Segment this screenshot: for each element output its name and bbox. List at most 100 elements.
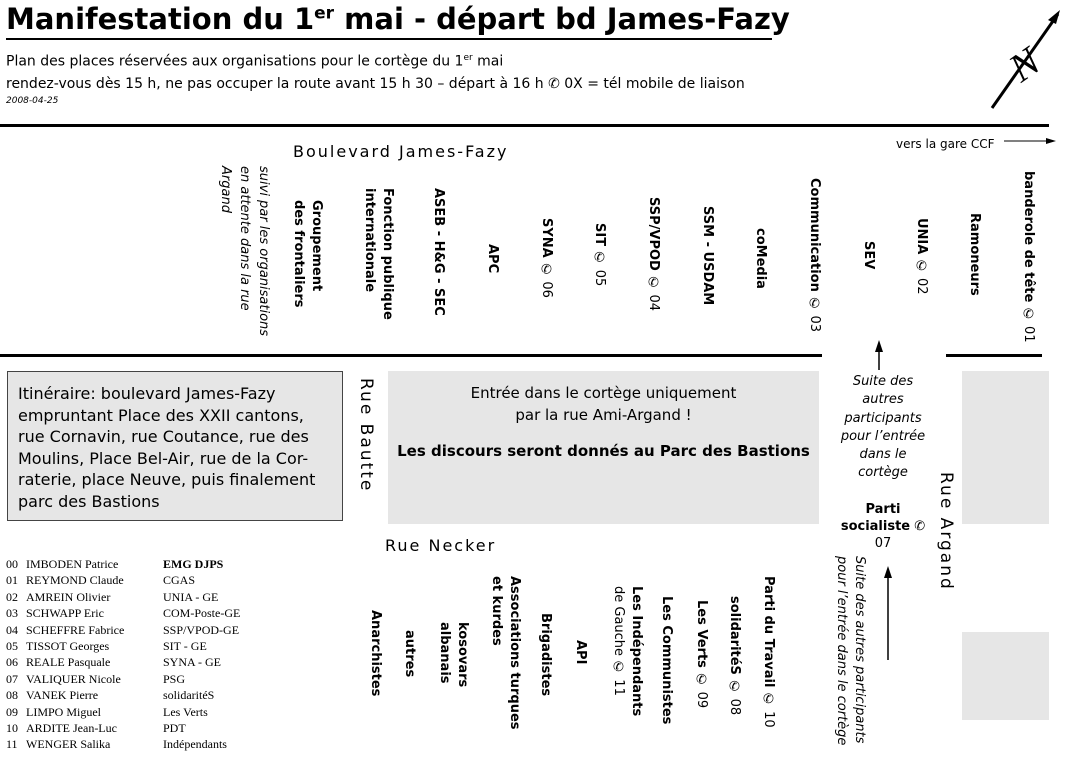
org-anarchistes: Anarchistes	[368, 610, 383, 697]
contact-name: SCHWAPP Eric	[26, 606, 104, 621]
road-label-bautte: Rue Bautte	[356, 378, 376, 493]
contact-number: 06	[6, 655, 18, 670]
contact-number: 04	[6, 622, 18, 637]
contact-name: ARDITE Jean-Luc	[26, 721, 117, 736]
suite-up-arrow-icon	[884, 566, 892, 660]
org-apc: APC	[485, 244, 500, 274]
contact-number: 03	[6, 606, 18, 621]
itinerary-box: Itinéraire: boulevard James-Fazy emprunt…	[7, 371, 343, 521]
contact-number: 09	[6, 704, 18, 719]
contact-organisation: Indépendants	[163, 737, 227, 752]
grey-block-right-bottom	[962, 632, 1049, 720]
entry-info-line1: Entrée dans le cortège uniquement	[470, 384, 737, 402]
boulevard-bottom-edge-right	[946, 354, 1042, 357]
contact-organisation: solidaritéS	[163, 688, 215, 703]
north-arrow-icon: N	[990, 10, 1060, 109]
entry-up-arrow-icon	[875, 340, 883, 370]
contact-row: 11 WENGER Salika Indépendants	[6, 736, 240, 752]
org-sev: SEV	[861, 241, 876, 270]
subtitle: Plan des places réservées aux organisati…	[6, 53, 504, 70]
contact-row: 07 VALIQUER Nicole PSG	[6, 671, 240, 687]
contact-name: LIMPO Miguel	[26, 704, 101, 719]
schedule-text: rendez-vous dès 15 h, ne pas occuper la …	[6, 76, 745, 92]
org-api: API	[573, 640, 588, 665]
org-parti-socialiste: Parti socialiste ✆ 07	[840, 502, 926, 551]
contact-organisation: SIT - GE	[163, 639, 207, 654]
contact-name: VANEK Pierre	[26, 688, 99, 703]
org-ramoneurs: Ramoneurs	[967, 213, 982, 296]
org-ssm-usdam: SSM - USDAM	[700, 206, 715, 306]
contact-name: TISSOT Georges	[26, 639, 110, 654]
contact-row: 05 TISSOT Georges SIT - GE	[6, 638, 240, 654]
contact-name: SCHEFFRE Fabrice	[26, 622, 125, 637]
contact-number: 11	[6, 737, 18, 752]
grey-block-right-top	[962, 371, 1049, 524]
contact-name: REYMOND Claude	[26, 573, 124, 588]
org-sit: SIT ✆ 05	[592, 223, 607, 287]
road-label-boulevard: Boulevard James-Fazy	[293, 142, 509, 161]
road-label-necker: Rue Necker	[385, 536, 497, 555]
contact-number: 10	[6, 721, 18, 736]
org-communication: Communication ✆ 03	[807, 178, 822, 333]
contact-row: 08 VANEK Pierre solidaritéS	[6, 687, 240, 703]
org-brigadistes: Brigadistes	[538, 613, 553, 697]
contact-number: 07	[6, 671, 18, 686]
contact-organisation: PSG	[163, 671, 186, 686]
contact-organisation: EMG DJPS	[163, 557, 224, 571]
contact-organisation: SYNA - GE	[163, 655, 222, 670]
contact-number: 01	[6, 573, 18, 588]
contact-row: 06 REALE Pasquale SYNA - GE	[6, 654, 240, 670]
gare-direction-arrow-icon	[1004, 138, 1056, 144]
contact-row: 00 IMBODEN Patrice EMG DJPS	[6, 556, 240, 572]
contact-number: 00	[6, 557, 18, 571]
contact-name: AMREIN Olivier	[26, 589, 111, 604]
entry-info-line2: par la rue Ami-Argand !	[515, 406, 692, 424]
page-title: Manifestation du 1er mai - départ bd Jam…	[6, 2, 790, 36]
contact-organisation: Les Verts	[163, 704, 208, 719]
gare-direction-label: vers la gare CCF	[896, 137, 995, 151]
org-syna: SYNA ✆ 06	[539, 218, 554, 298]
org-autres: autres	[402, 630, 417, 678]
contact-organisation: PDT	[163, 721, 186, 736]
contact-row: 03 SCHWAPP Eric COM-Poste-GE	[6, 605, 240, 621]
contact-organisation: UNIA - GE	[163, 589, 219, 604]
org-aseb: ASEB - H&G - SEC	[431, 188, 446, 316]
contact-organisation: COM-Poste-GE	[163, 606, 241, 621]
contact-organisation: SSP/VPOD-GE	[163, 622, 240, 637]
org-parti-du-travail: Parti du Travail ✆ 10	[761, 576, 776, 728]
contact-number: 08	[6, 688, 18, 703]
liaison-contacts-list: 00 IMBODEN Patrice EMG DJPS 01 REYMOND Claud…	[6, 556, 240, 753]
org-les-verts: Les Verts ✆ 09	[694, 600, 709, 709]
org-ssp-vpod: SSP/VPOD ✆ 04	[646, 197, 661, 312]
contact-row: 10 ARDITE Jean-Luc PDT	[6, 720, 240, 736]
org-solidarites: solidaritéS ✆ 08	[727, 596, 742, 716]
org-comedia: coMedia	[753, 228, 768, 289]
org-unia: UNIA ✆ 02	[914, 218, 929, 295]
entry-info-box	[388, 371, 819, 524]
contact-number: 05	[6, 639, 18, 654]
contact-organisation: CGAS	[163, 573, 196, 588]
contact-name: VALIQUER Nicole	[26, 671, 121, 686]
contact-name: WENGER Salika	[26, 737, 111, 752]
org-banderole-de-tete: banderole de tête ✆ 01	[1021, 171, 1036, 343]
north-letter: N	[1000, 37, 1050, 91]
contact-row: 09 LIMPO Miguel Les Verts	[6, 704, 240, 720]
road-label-argand: Rue Argand	[936, 472, 956, 591]
contact-name: REALE Pasquale	[26, 655, 111, 670]
date-label: 2008-04-25	[6, 96, 59, 106]
org-communistes: Les Communistes	[659, 596, 674, 725]
contact-name: IMBODEN Patrice	[26, 557, 119, 571]
title-underline	[6, 38, 772, 40]
speeches-info: Les discours seront donnés au Parc des B…	[397, 442, 810, 460]
contact-number: 02	[6, 589, 18, 604]
contact-row: 02 AMREIN Olivier UNIA - GE	[6, 589, 240, 605]
contact-row: 04 SCHEFFRE Fabrice SSP/VPOD-GE	[6, 622, 240, 638]
